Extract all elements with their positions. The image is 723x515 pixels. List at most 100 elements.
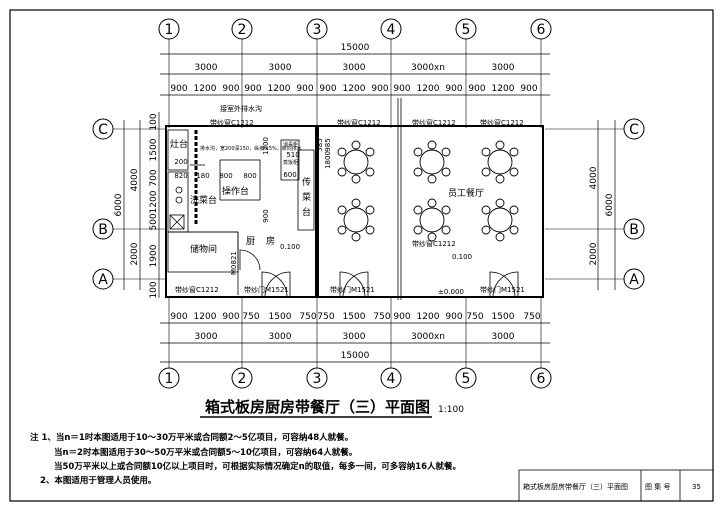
table-group xyxy=(481,198,519,242)
dimension-text: 3000 xyxy=(343,332,366,342)
sheet-border xyxy=(9,9,714,502)
dining-label: 员工餐厅 xyxy=(448,187,484,199)
plan-title: 箱式板房厨房带餐厅（三）平面图 xyxy=(205,398,430,416)
dimension-text: 带纱门M1521 xyxy=(244,285,289,294)
dimension-text: 900 xyxy=(445,84,462,94)
dim-bottom-total: 15000 xyxy=(341,351,370,361)
dimension-text: 900 xyxy=(393,312,410,322)
dimension-text: 1500 xyxy=(492,312,515,322)
dimension-text: 1200 xyxy=(149,190,159,213)
dimension-text: 3000 xyxy=(269,63,292,73)
title-block-label: 图 集 号 xyxy=(645,482,670,491)
dimension-text: 3000 xyxy=(269,332,292,342)
door-labels: 带纱门M1521 带纱门M1521 带纱门M1521 xyxy=(244,285,525,294)
dimension-text: 900 xyxy=(468,84,485,94)
bottom-axis-bubbles xyxy=(158,367,552,389)
title-block xyxy=(518,469,714,502)
right-axis-labels: C B A xyxy=(629,122,639,288)
dimension-text: 750 xyxy=(317,312,334,322)
dimension-text: 3000 xyxy=(195,63,218,73)
dimension-text: 1200 xyxy=(194,312,217,322)
top-axis-bubbles xyxy=(158,18,552,40)
dimension-text: 带纱门M1521 xyxy=(330,285,375,294)
kitchen-interior xyxy=(167,129,315,295)
axis-2-top: 2 xyxy=(238,22,247,38)
work-table-label: 操作台 xyxy=(222,185,249,197)
dining-tables xyxy=(337,140,519,242)
left-axis-bubbles xyxy=(92,118,114,290)
right-axis-bubbles xyxy=(623,118,645,290)
right-dimension-lines xyxy=(597,120,616,290)
level-kitchen: 0.100 xyxy=(280,243,300,251)
dimension-text: 台 xyxy=(302,206,311,218)
dimension-text: 1200 xyxy=(268,84,291,94)
axis-5-bottom: 5 xyxy=(462,371,471,387)
axis-1-top: 1 xyxy=(165,22,174,38)
axis-3-top: 3 xyxy=(313,22,322,38)
dimension-text: A xyxy=(629,272,639,288)
dimension-text: 1800 xyxy=(324,151,332,169)
dimension-text: 1900 xyxy=(149,244,159,267)
note-2: 2、本图适用于管理人员使用。 xyxy=(40,475,156,486)
dimension-text: 750 xyxy=(242,312,259,322)
sterile-label: 蒸饭柜 xyxy=(283,159,298,166)
dimension-text: 900 xyxy=(222,312,239,322)
table-group xyxy=(337,198,375,242)
dimension-text: 500 xyxy=(149,213,159,230)
dimension-text: 1500 xyxy=(343,312,366,322)
kitchen-label: 厨 xyxy=(246,236,255,247)
dimension-text: 900 xyxy=(319,84,336,94)
dimension-text: 900 xyxy=(371,84,388,94)
dimension-text: 3000 xyxy=(343,63,366,73)
dimension-text: 1500 xyxy=(269,312,292,322)
axis-3-bottom: 3 xyxy=(313,371,322,387)
drain-label: 接室外排水沟 xyxy=(220,104,262,113)
dimension-text: 900 xyxy=(520,84,537,94)
bottom-dimension-lines xyxy=(160,322,550,363)
veg-table-label: 洗菜台 xyxy=(190,194,217,206)
axis-leaders-horizontal xyxy=(113,128,624,280)
stove-label: 灶台 xyxy=(170,138,188,150)
dimension-text: 900 xyxy=(170,312,187,322)
axis-6-bottom: 6 xyxy=(537,371,546,387)
dim-bottom-sub: 900 1200 900 750 1500 750 750 1500 750 9… xyxy=(170,312,540,322)
axis-4-top: 4 xyxy=(387,22,396,38)
axis-4-bottom: 4 xyxy=(387,371,396,387)
dimension-text: 900 xyxy=(296,84,313,94)
dimension-text: 820 xyxy=(174,172,187,180)
dimension-text: 800 xyxy=(219,172,232,180)
table-group xyxy=(481,140,519,184)
dimension-text: 800 xyxy=(243,172,256,180)
table-group xyxy=(413,198,451,242)
dimension-text: 1200 xyxy=(262,137,270,155)
dim-left-inner: 100 1500 700 1200 500 1900 100 xyxy=(149,113,159,298)
dimension-text: 585 xyxy=(316,138,324,151)
table-group xyxy=(413,140,451,184)
dimension-text: 4000 xyxy=(589,166,599,189)
dimension-text: 带纱窗C1212 xyxy=(337,118,381,127)
dimension-text: 900 xyxy=(393,84,410,94)
dimension-text: 2000 xyxy=(130,242,140,265)
dimension-text: 900 xyxy=(244,84,261,94)
dimension-text: B xyxy=(629,222,639,238)
dimension-text: 900 xyxy=(262,209,270,222)
dimension-text: 3000xn xyxy=(411,332,445,342)
dimension-text: 带纱窗C1212 xyxy=(412,239,456,248)
dimension-text: 菜 xyxy=(302,191,311,203)
storage-label: 储物间 xyxy=(190,243,217,255)
dimension-text: 6000 xyxy=(605,193,615,216)
dimension-text: 100 xyxy=(149,113,159,130)
dimension-text: 1500 xyxy=(149,138,159,161)
dimension-text: 900 xyxy=(170,84,187,94)
axis-2-bottom: 2 xyxy=(238,371,247,387)
dimension-text: 1200 xyxy=(194,84,217,94)
title-block-number: 35 xyxy=(692,483,701,491)
dimension-text: 2000 xyxy=(589,242,599,265)
dimension-text: A xyxy=(98,272,108,288)
dimension-text: 100 xyxy=(149,281,159,298)
dimension-text: 180 xyxy=(196,172,209,180)
window-labels: 带纱窗C1212 带纱窗C1212 带纱窗C1212 带纱窗C1212 带纱窗C… xyxy=(175,118,524,294)
dimension-text: 3000 xyxy=(492,63,515,73)
